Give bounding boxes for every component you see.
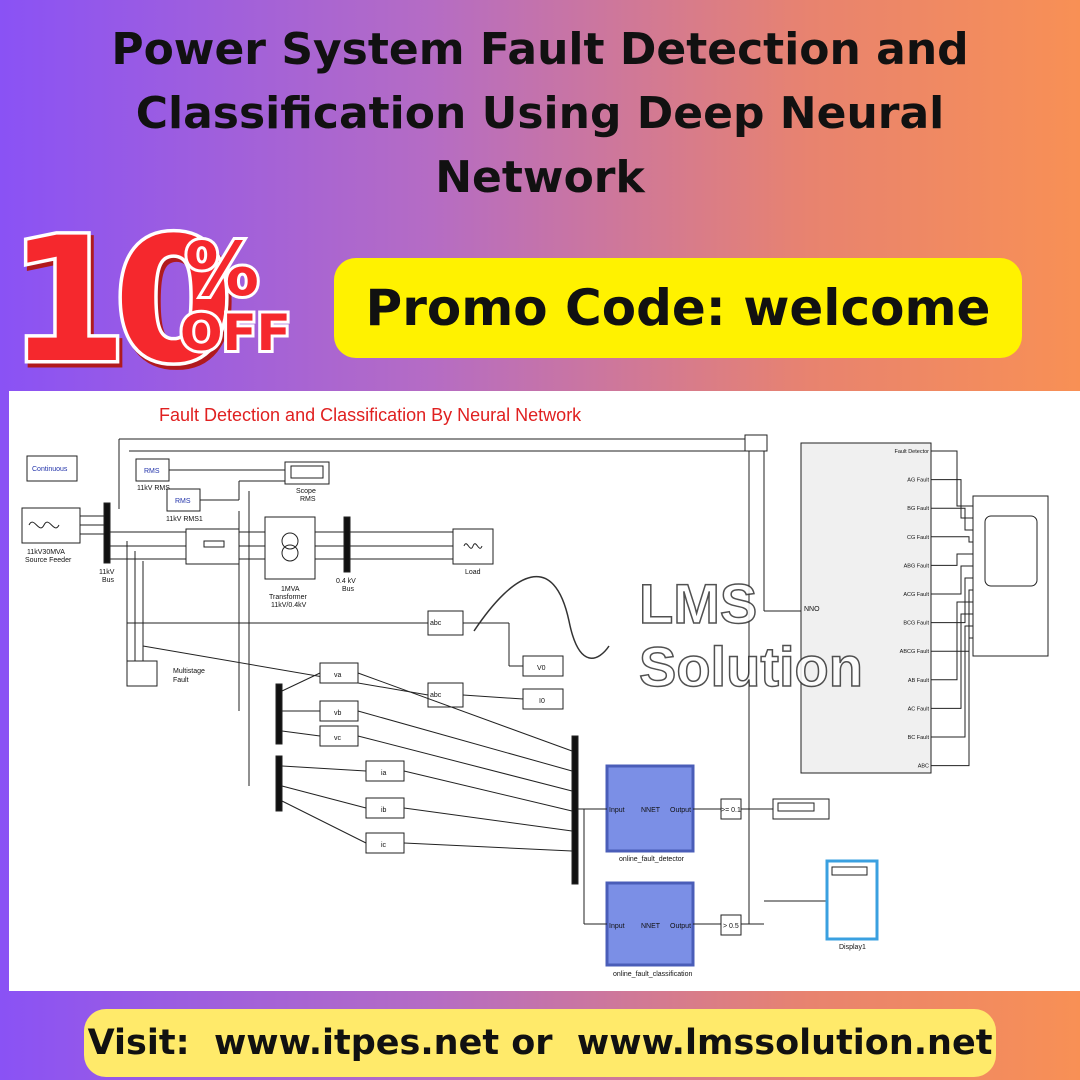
svg-text:Multistage: Multistage [173, 668, 205, 675]
svg-text:RMS: RMS [300, 496, 316, 503]
svg-text:I0: I0 [539, 698, 545, 705]
svg-text:ib: ib [381, 807, 387, 814]
subsystem-port-label: CG Fault [907, 535, 929, 541]
svg-text:vc: vc [334, 735, 342, 742]
visit-websites-footer: Visit: www.itpes.net or www.lmssolution.… [84, 1009, 996, 1077]
subsystem-port-label: BG Fault [907, 506, 929, 512]
page-title: Power System Fault Detection and Classif… [40, 18, 1040, 210]
subsystem-port-wire [931, 565, 973, 595]
title-line-3: Network [435, 152, 645, 203]
title-line-2: Classification Using Deep Neural [135, 88, 945, 139]
subsystem-port-wire [931, 553, 973, 566]
subsystem-port-wire [931, 479, 973, 519]
svg-text:1MVA: 1MVA [281, 586, 300, 593]
svg-text:Bus: Bus [342, 586, 355, 593]
subsystem-port-label: BCG Fault [903, 621, 929, 627]
badge-number: 10 [8, 200, 226, 401]
svg-text:Output: Output [670, 923, 691, 930]
svg-text:Continuous: Continuous [32, 466, 68, 473]
svg-text:Transformer: Transformer [269, 594, 308, 601]
subsystem-port-label: AB Fault [908, 678, 930, 684]
svg-text:online_fault_classification: online_fault_classification [613, 971, 692, 978]
subsystem-port-label: AC Fault [908, 706, 930, 712]
svg-text:11kV: 11kV [99, 569, 115, 576]
svg-text:0.4 kV: 0.4 kV [336, 578, 356, 585]
svg-text:RMS: RMS [144, 468, 160, 475]
svg-text:NNET: NNET [641, 807, 661, 814]
svg-text:V0: V0 [537, 665, 546, 672]
diagram-title: Fault Detection and Classification By Ne… [159, 405, 582, 425]
discount-badge: 10 % OFF [0, 197, 310, 405]
svg-text:abc: abc [430, 620, 442, 627]
badge-off: OFF [180, 304, 291, 362]
svg-text:Output: Output [670, 807, 691, 814]
svg-text:> 0.5: > 0.5 [723, 923, 739, 930]
subsystem-port-label: ABG Fault [904, 563, 930, 569]
subsystem-port-label: AG Fault [907, 478, 929, 484]
svg-text:Display1: Display1 [839, 944, 866, 951]
svg-text:online_fault_detector: online_fault_detector [619, 856, 685, 863]
svg-text:RMS: RMS [175, 498, 191, 505]
badge-percent: % [185, 227, 259, 313]
svg-text:Source Feeder: Source Feeder [25, 557, 72, 564]
subsystem-port-label: ABC [918, 764, 929, 770]
svg-text:11kV30MVA: 11kV30MVA [27, 549, 65, 556]
subsystem-port-wire [931, 637, 973, 767]
svg-text:NNO: NNO [804, 606, 820, 613]
svg-text:va: va [334, 672, 342, 679]
subsystem-port-wire [931, 577, 973, 624]
svg-text:ia: ia [381, 770, 387, 777]
subsystem-port-label: Fault Detector [894, 449, 929, 455]
subsystem-port-label: ABCG Fault [900, 649, 930, 655]
svg-text:11kV RMS1: 11kV RMS1 [166, 516, 203, 523]
watermark-line-1: LMS [639, 572, 757, 635]
svg-text:Scope: Scope [296, 488, 316, 495]
subsystem-port-wire [931, 507, 973, 531]
subsystem-port-label: BC Fault [908, 735, 930, 741]
svg-text:Input: Input [609, 923, 625, 930]
subsystem-port-wire [931, 589, 973, 652]
subsystem-port-wire [931, 450, 973, 507]
simulink-diagram: Fault Detection and Classification By Ne… [9, 391, 1080, 991]
svg-text:Load: Load [465, 569, 481, 576]
svg-text:11kV/0.4kV: 11kV/0.4kV [271, 602, 307, 609]
svg-text:abc: abc [430, 692, 442, 699]
title-line-1: Power System Fault Detection and [111, 24, 969, 75]
subsystem-port-wire [931, 536, 973, 543]
svg-text:>= 0.1: >= 0.1 [721, 807, 741, 814]
subsystem-port-wire [931, 625, 973, 738]
svg-text:Input: Input [609, 807, 625, 814]
subsystem-port-label: ACG Fault [903, 592, 929, 598]
subsystem-port-wire [931, 601, 973, 681]
svg-text:11kV RMS: 11kV RMS [137, 485, 170, 492]
svg-text:vb: vb [334, 710, 342, 717]
svg-text:Bus: Bus [102, 577, 115, 584]
promo-code-banner: Promo Code: welcome [334, 258, 1022, 358]
subsystem-port-wire [931, 613, 973, 709]
watermark-line-2: Solution [639, 635, 863, 698]
svg-text:NNET: NNET [641, 923, 661, 930]
svg-text:ic: ic [381, 842, 387, 849]
svg-text:Fault: Fault [173, 677, 189, 684]
